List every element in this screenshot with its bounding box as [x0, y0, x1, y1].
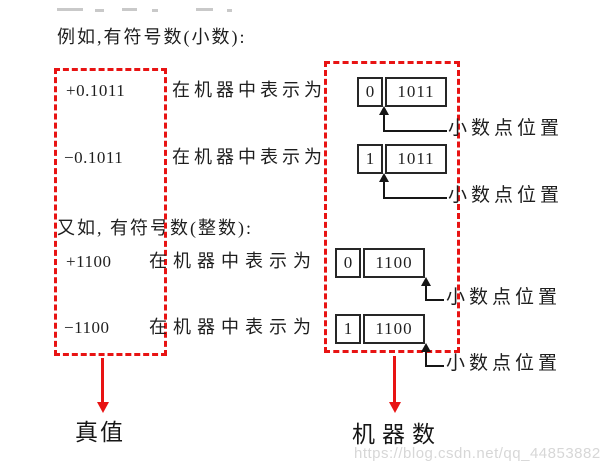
watermark-text: https://blog.csdn.net/qq_44853882: [354, 445, 601, 462]
represented-as-text: 在机器中表示为: [149, 251, 317, 271]
decimal-point-label: 小数点位置: [448, 118, 564, 139]
magnitude-cell: 1011: [385, 144, 447, 174]
scan-artifact: [95, 9, 104, 12]
fraction-example-heading: 例如,有符号数(小数):: [57, 27, 247, 47]
up-arrow-icon: [379, 173, 389, 182]
decimal-point-label: 小数点位置: [446, 287, 562, 308]
true-value-text: −0.1011: [64, 148, 124, 167]
scan-artifact: [227, 9, 232, 12]
up-arrow-icon: [379, 106, 389, 115]
decimal-point-label: 小数点位置: [448, 185, 564, 206]
represented-as-text: 在机器中表示为: [172, 147, 326, 167]
decimal-point-label: 小数点位置: [446, 353, 562, 374]
scan-artifact: [152, 9, 158, 12]
machine-number-dashed-box: [324, 61, 460, 353]
true-value-label: 真值: [75, 419, 125, 445]
sign-bit-cell: 0: [357, 77, 383, 107]
up-arrow-icon: [421, 343, 431, 352]
machine-number-label: 机器数: [352, 421, 442, 447]
magnitude-cell: 1100: [363, 314, 425, 344]
machine-number-arrow-line: [393, 356, 396, 403]
scan-artifact: [196, 8, 213, 11]
true-value-text: +1100: [66, 252, 112, 271]
pointer-line: [425, 350, 444, 367]
pointer-line: [425, 284, 444, 301]
down-arrow-icon: [389, 402, 401, 413]
pointer-line: [383, 113, 447, 132]
represented-as-text: 在机器中表示为: [172, 80, 326, 100]
scan-artifact: [122, 8, 137, 11]
up-arrow-icon: [421, 277, 431, 286]
sign-bit-cell: 0: [335, 248, 361, 278]
true-value-text: −1100: [64, 318, 110, 337]
magnitude-cell: 1100: [363, 248, 425, 278]
down-arrow-icon: [97, 402, 109, 413]
pointer-line: [383, 180, 447, 199]
sign-bit-cell: 1: [357, 144, 383, 174]
true-value-arrow-line: [101, 358, 104, 403]
represented-as-text: 在机器中表示为: [149, 317, 317, 337]
integer-example-heading: 又如, 有符号数(整数):: [57, 218, 253, 238]
magnitude-cell: 1011: [385, 77, 447, 107]
true-value-text: +0.1011: [66, 81, 126, 100]
sign-bit-cell: 1: [335, 314, 361, 344]
true-value-dashed-box: [54, 68, 167, 356]
scan-artifact: [57, 8, 83, 11]
